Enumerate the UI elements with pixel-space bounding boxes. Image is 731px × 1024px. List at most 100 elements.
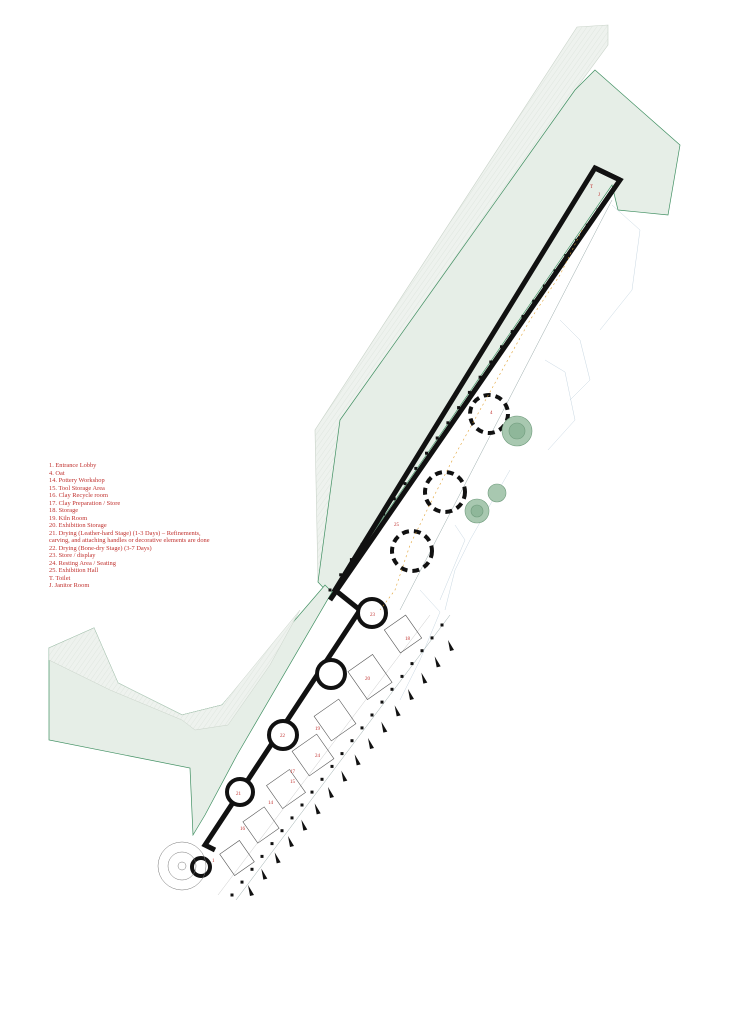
legend-item: 14. Pottery Workshop bbox=[49, 477, 105, 484]
legend-item: 24. Resting Area / Seating bbox=[49, 559, 116, 567]
facade-fin bbox=[421, 672, 428, 684]
label-room-20: 20 bbox=[365, 677, 371, 682]
facade-fin bbox=[248, 885, 254, 896]
legend-item: 17. Clay Preparation / Store bbox=[49, 499, 121, 507]
label-room-19: 19 bbox=[315, 727, 321, 732]
label-room-25: 25 bbox=[394, 523, 400, 528]
legend-item: 21. Drying (Leather-hard Stage) (1-3 Day… bbox=[49, 529, 201, 537]
legend-item: 25. Exhibition Hall bbox=[49, 567, 99, 574]
column bbox=[446, 421, 450, 425]
facade-fin bbox=[354, 754, 361, 766]
legend-item: 23. Store / display bbox=[49, 552, 96, 559]
column bbox=[430, 636, 434, 640]
pavilion-25-a bbox=[423, 470, 467, 514]
column bbox=[382, 512, 386, 516]
column bbox=[414, 466, 418, 470]
column bbox=[532, 299, 536, 303]
facade-fin bbox=[314, 803, 321, 815]
column bbox=[360, 542, 364, 546]
column bbox=[310, 790, 314, 794]
column bbox=[280, 829, 284, 833]
landscape-band-right bbox=[317, 69, 681, 596]
tower-21-c bbox=[225, 777, 255, 807]
facade-fins bbox=[248, 640, 454, 896]
label-janitor: J bbox=[598, 193, 600, 198]
column bbox=[478, 375, 482, 379]
column bbox=[371, 527, 375, 531]
label-room-18: 18 bbox=[405, 637, 411, 642]
lower-terrain bbox=[48, 609, 301, 731]
column bbox=[440, 623, 444, 627]
label-room-15: 15 bbox=[290, 780, 296, 785]
facade-fin bbox=[381, 721, 388, 733]
column bbox=[349, 558, 353, 562]
column bbox=[240, 880, 244, 884]
column bbox=[250, 867, 254, 871]
facade-fin bbox=[261, 868, 268, 880]
column bbox=[392, 497, 396, 501]
tree-2 bbox=[487, 483, 507, 503]
column bbox=[300, 803, 304, 807]
interior-partitions bbox=[219, 614, 423, 876]
legend-item: 18. Storage bbox=[49, 507, 79, 514]
legend-item: 4. Oat bbox=[49, 469, 65, 477]
facade-fin bbox=[434, 656, 441, 668]
column bbox=[230, 893, 234, 897]
column bbox=[410, 662, 414, 666]
label-room-4: 4 bbox=[490, 411, 493, 416]
tower-22 bbox=[267, 719, 299, 751]
column bbox=[330, 764, 334, 768]
tower-21-a bbox=[356, 597, 388, 629]
column bbox=[425, 451, 428, 455]
facade-fin bbox=[448, 640, 454, 651]
column bbox=[400, 674, 404, 678]
legend-item: 19. Kiln Room bbox=[49, 514, 88, 522]
label-room-21: 21 bbox=[236, 792, 242, 797]
column bbox=[553, 269, 557, 273]
room-labels: 1 4 14 15 16 17 18 19 20 21 22 23 24 25 … bbox=[212, 185, 600, 864]
column bbox=[328, 588, 332, 592]
legend-item: 15. Tool Storage Area bbox=[49, 484, 105, 492]
label-room-23: 23 bbox=[370, 613, 376, 618]
pavilion-4 bbox=[468, 393, 510, 435]
spiral-stair bbox=[157, 841, 207, 891]
legend-item: T. Toilet bbox=[49, 574, 71, 582]
column bbox=[500, 345, 503, 349]
column bbox=[542, 284, 546, 288]
column bbox=[340, 752, 344, 756]
label-room-22: 22 bbox=[280, 734, 286, 739]
column bbox=[467, 390, 471, 394]
tower-21-b bbox=[315, 658, 347, 690]
site-lines bbox=[399, 204, 641, 701]
column bbox=[320, 777, 324, 781]
column bbox=[596, 208, 600, 212]
legend-item: 1. Entrance Lobby bbox=[49, 462, 97, 469]
label-room-14: 14 bbox=[268, 801, 274, 806]
pavilion-25-b bbox=[390, 529, 434, 573]
column bbox=[420, 649, 424, 653]
column bbox=[510, 330, 514, 334]
facade-fin bbox=[341, 770, 348, 782]
facade-fin bbox=[368, 738, 374, 749]
column bbox=[457, 406, 461, 410]
legend-item: carving, and attaching handles or decora… bbox=[49, 537, 210, 544]
label-room-1: 1 bbox=[212, 859, 215, 864]
column bbox=[370, 713, 374, 717]
column bbox=[521, 314, 525, 318]
column bbox=[489, 360, 493, 364]
column bbox=[270, 842, 274, 846]
facade-fin bbox=[288, 836, 294, 847]
column bbox=[380, 700, 384, 704]
label-room-16: 16 bbox=[240, 827, 246, 832]
label-room-17: 17 bbox=[290, 770, 296, 775]
column bbox=[585, 223, 589, 227]
column bbox=[260, 854, 264, 858]
column bbox=[403, 482, 407, 486]
facade-fin bbox=[274, 852, 281, 864]
label-toilet: T bbox=[590, 185, 593, 190]
trees bbox=[464, 415, 533, 524]
legend-item: 20. Exhibition Storage bbox=[49, 522, 107, 529]
legend-item: J. Janitor Room bbox=[49, 582, 90, 589]
